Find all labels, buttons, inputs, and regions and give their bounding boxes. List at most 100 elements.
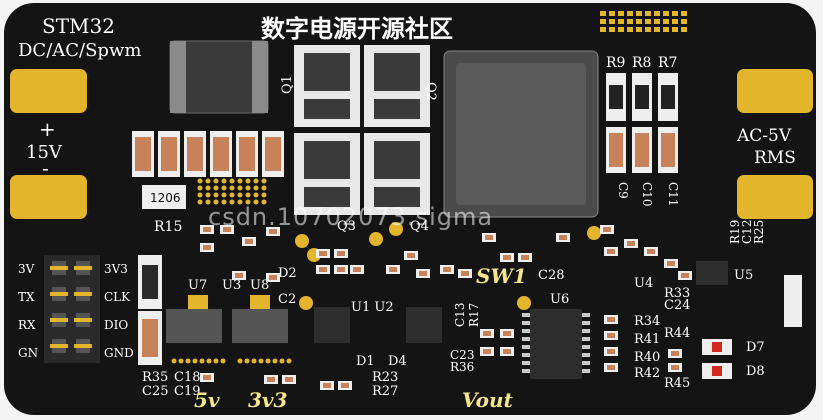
designator-d2: D2 — [278, 266, 297, 281]
designator-q2: Q2 — [423, 82, 438, 101]
designator-u1u2: U1 U2 — [351, 300, 394, 315]
designator-u5: U5 — [734, 268, 753, 283]
label-5v: 5v — [194, 388, 220, 412]
label-dc-ac-spwm: DC/AC/Spwm — [18, 40, 141, 61]
designator-u6: U6 — [550, 292, 569, 307]
designator-r23: R23 — [372, 370, 398, 385]
led-d7 — [702, 339, 732, 355]
smd-small-parts — [200, 225, 692, 390]
resistor-r9 — [606, 73, 626, 121]
output-terminal-bottom — [737, 175, 813, 219]
regulator-u8 — [232, 295, 288, 343]
designator-r25: R25 — [752, 220, 766, 244]
board-title: 数字电源开源社区 — [261, 14, 453, 43]
designator-r36: R36 — [450, 360, 474, 374]
label-input-minus: - — [42, 156, 49, 180]
mosfet-q2 — [364, 45, 430, 127]
designator-c24: C24 — [664, 298, 691, 313]
designator-r45: R45 — [664, 376, 690, 391]
designator-u3: U3 — [222, 278, 241, 293]
designator-q4: Q4 — [410, 219, 429, 234]
label-3v3: 3v3 — [248, 388, 288, 412]
designator-u8: U8 — [250, 278, 269, 293]
resistor-r7 — [658, 73, 678, 121]
capacitor-beside-header-top — [138, 255, 162, 309]
designator-c28: C28 — [538, 268, 565, 283]
designator-r41: R41 — [634, 332, 660, 347]
designator-r40: R40 — [634, 350, 660, 365]
designator-c19: C19 — [174, 384, 201, 399]
designator-r8: R8 — [632, 55, 651, 71]
ic-u5 — [696, 261, 728, 285]
label-vout: Vout — [462, 388, 514, 412]
designator-r27: R27 — [372, 384, 398, 399]
designator-r17: R17 — [467, 303, 481, 327]
output-inductor-core — [456, 63, 586, 205]
designator-c9: C9 — [616, 182, 630, 199]
designator-c13: C13 — [453, 303, 467, 327]
label-input-plus: + — [39, 117, 56, 141]
inductor-pad-right — [252, 41, 268, 113]
designator-r33: R33 — [664, 286, 690, 301]
designator-r19: R19 — [728, 220, 742, 244]
header-left-3: GN — [18, 346, 38, 360]
designator-c18: C18 — [174, 370, 201, 385]
regulator-u7 — [166, 295, 222, 343]
resistor-1206 — [142, 185, 186, 209]
designator-r7: R7 — [658, 55, 677, 71]
ic-u2 — [406, 307, 442, 343]
header-left-2: RX — [18, 318, 36, 332]
inductor-pad-left — [170, 41, 186, 113]
resistor-r8 — [632, 73, 652, 121]
right-edge-connector — [784, 275, 802, 327]
output-terminal-top — [737, 69, 813, 113]
output-capacitor-bank — [606, 127, 678, 173]
header-pin-gnd: GND — [104, 346, 134, 360]
watermark-text: csdn.10702073.sigma — [208, 203, 493, 231]
designator-c25: C25 — [142, 384, 169, 399]
designator-c11: C11 — [666, 182, 680, 206]
designator-1206: 1206 — [150, 191, 181, 205]
header-pin-dio: DIO — [104, 318, 128, 332]
designator-r9: R9 — [606, 55, 625, 71]
via-field — [171, 178, 601, 364]
designator-u4: U4 — [634, 276, 653, 291]
designator-r15: R15 — [154, 219, 182, 235]
label-stm32: STM32 — [42, 14, 115, 38]
ic-u6 — [530, 309, 582, 379]
designator-d8: D8 — [746, 364, 765, 379]
designator-c10: C10 — [640, 182, 654, 206]
designator-q3: Q3 — [337, 219, 356, 234]
mosfet-q3 — [294, 133, 360, 215]
header-pin-3v3: 3V3 — [104, 262, 128, 276]
capacitor-beside-header-bottom — [138, 311, 162, 365]
header-left-0: 3V — [18, 262, 35, 276]
designator-d4: D4 — [388, 354, 407, 369]
ic-u1 — [314, 307, 350, 343]
designator-r35: R35 — [142, 370, 168, 385]
designator-u7: U7 — [188, 278, 207, 293]
ic-u6-pins — [522, 313, 590, 373]
mosfet-q1 — [294, 45, 360, 127]
input-terminal-minus — [10, 175, 87, 219]
pcb-board-render: STM32 DC/AC/Spwm 数字电源开源社区 + 15V - AC-5V … — [4, 3, 816, 415]
input-capacitor-bank — [132, 131, 284, 177]
header-pin-clk: CLK — [104, 290, 131, 304]
designator-c12: C12 — [740, 220, 754, 244]
programming-header — [44, 255, 100, 363]
designator-q1: Q1 — [280, 75, 295, 94]
designator-r42: R42 — [634, 366, 660, 381]
input-terminal-plus — [10, 69, 87, 113]
designator-c23: C23 — [450, 348, 474, 362]
header-left-1: TX — [18, 290, 35, 304]
designator-c2: C2 — [278, 292, 296, 307]
mosfet-q4 — [364, 133, 430, 215]
designator-d7: D7 — [746, 340, 765, 355]
label-output-rms: RMS — [754, 148, 796, 168]
designator-r44: R44 — [664, 326, 690, 341]
test-pad-array — [600, 11, 687, 32]
designator-sw1: SW1 — [476, 264, 527, 288]
designator-d1: D1 — [356, 354, 375, 369]
led-d8 — [702, 363, 732, 379]
label-input-voltage: 15V — [26, 142, 63, 163]
